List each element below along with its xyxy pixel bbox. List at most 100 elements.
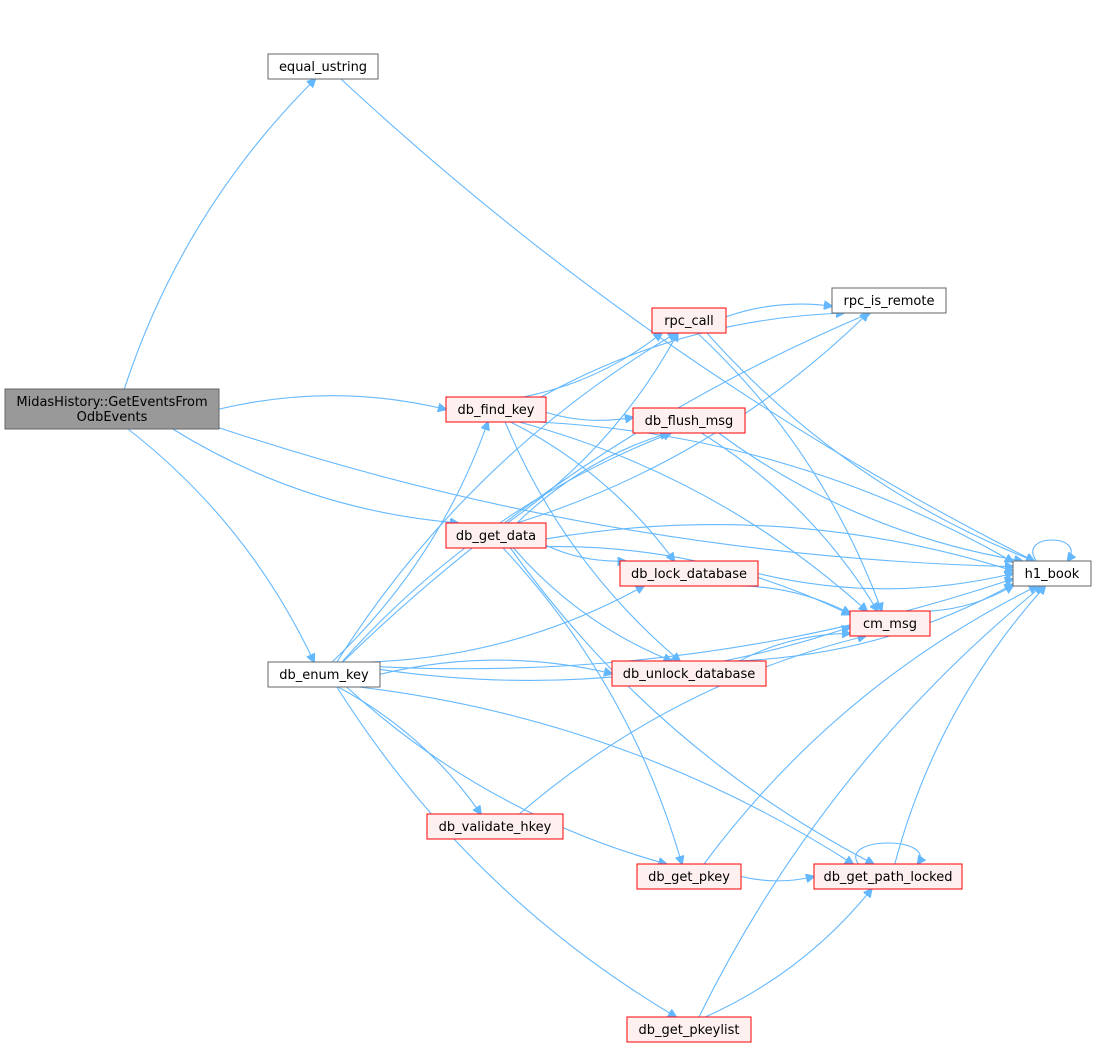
- node-label: db_find_key: [458, 403, 535, 418]
- edge-root-to-db_enum_key: [127, 428, 314, 662]
- edge-db_lock_database-to-h1_book: [757, 574, 1013, 590]
- node-box: [849, 610, 931, 637]
- node-label: db_get_data: [456, 529, 536, 544]
- edge-root-to-equal_ustring: [123, 79, 315, 390]
- node-label: db_validate_hkey: [439, 820, 552, 835]
- edge-db_get_data-to-db_flush_msg: [516, 433, 668, 524]
- node-box: [651, 307, 727, 334]
- edge-db_unlock_database-to-cm_msg: [738, 633, 850, 662]
- edge-rpc_call-to-cm_msg: [696, 332, 881, 611]
- node-db_get_data[interactable]: db_get_data: [445, 522, 547, 549]
- node-label: db_get_pkey: [648, 870, 730, 885]
- edge-db_find_key-to-h1_book: [538, 421, 1013, 562]
- edge-root-to-db_find_key: [218, 395, 446, 410]
- node-box: [267, 661, 381, 688]
- node-db_enum_key[interactable]: db_enum_key: [267, 661, 381, 688]
- edge-db_unlock_database-to-h1_book: [734, 584, 1013, 662]
- node-db_flush_msg[interactable]: db_flush_msg: [632, 407, 746, 434]
- edge-db_get_pkeylist-to-h1_book: [698, 586, 1042, 1018]
- edge-db_find_key-to-db_flush_msg: [545, 411, 633, 420]
- node-box: [445, 522, 547, 549]
- node-label: equal_ustring: [279, 60, 367, 75]
- node-h1_book[interactable]: h1_book: [1012, 560, 1092, 587]
- edge-db_enum_key-to-db_get_pkey: [346, 686, 667, 864]
- edge-rpc_call-to-h1_book: [706, 332, 1034, 561]
- node-box: [813, 863, 963, 890]
- edge-h1_book-to-h1_book: [1032, 539, 1071, 561]
- node-rpc_call[interactable]: rpc_call: [651, 307, 727, 334]
- node-label: cm_msg: [863, 617, 917, 632]
- node-rpc_is_remote[interactable]: rpc_is_remote: [831, 287, 947, 314]
- node-label: db_unlock_database: [623, 667, 756, 682]
- edge-root-to-db_get_data: [172, 428, 458, 523]
- node-db_unlock_database[interactable]: db_unlock_database: [611, 660, 767, 687]
- edge-db_find_key-to-db_unlock_database: [504, 421, 680, 661]
- node-db_get_path_locked[interactable]: db_get_path_locked: [813, 863, 963, 890]
- node-db_validate_hkey[interactable]: db_validate_hkey: [426, 813, 564, 840]
- edge-db_get_pkey-to-h1_book: [703, 586, 1037, 865]
- node-box: [4, 388, 220, 430]
- node-label: db_flush_msg: [645, 414, 734, 429]
- edge-db_find_key-to-rpc_is_remote: [540, 313, 844, 398]
- edge-db_get_path_locked-to-db_get_path_locked: [855, 842, 921, 864]
- edge-cm_msg-to-h1_book: [929, 586, 1013, 612]
- edge-layer: [123, 78, 1071, 1018]
- edge-db_validate_hkey-to-cm_msg: [518, 636, 865, 815]
- edge-db_enum_key-to-db_validate_hkey: [337, 686, 481, 814]
- node-box: [632, 407, 746, 434]
- edge-db_enum_key-to-db_get_pkeylist: [336, 686, 676, 1017]
- node-db_get_pkeylist[interactable]: db_get_pkeylist: [626, 1016, 752, 1043]
- edge-db_get_data-to-rpc_is_remote: [516, 313, 868, 524]
- edge-db_find_key-to-cm_msg: [518, 421, 867, 611]
- edge-db_enum_key-to-db_get_path_locked: [358, 686, 853, 864]
- node-box: [445, 396, 547, 423]
- node-label: rpc_call: [664, 314, 714, 329]
- node-label: h1_book: [1025, 567, 1080, 582]
- node-box: [611, 660, 767, 687]
- node-label: OdbEvents: [77, 410, 148, 425]
- edge-db_get_data-to-db_lock_database: [545, 544, 626, 561]
- node-box: [619, 560, 759, 587]
- edge-db_get_data-to-db_get_path_locked: [509, 547, 873, 864]
- node-box: [426, 813, 564, 840]
- edge-db_enum_key-to-db_find_key: [331, 422, 488, 663]
- node-label: db_lock_database: [631, 567, 747, 582]
- node-label: db_enum_key: [279, 668, 369, 683]
- edge-db_get_path_locked-to-h1_book: [894, 586, 1045, 865]
- node-label: MidasHistory::GetEventsFrom: [16, 395, 207, 410]
- node-equal_ustring[interactable]: equal_ustring: [267, 53, 379, 80]
- node-box: [267, 53, 379, 80]
- node-box: [636, 863, 742, 890]
- node-label: rpc_is_remote: [844, 294, 935, 309]
- edge-db_flush_msg-to-h1_book: [718, 432, 1023, 561]
- node-db_find_key[interactable]: db_find_key: [445, 396, 547, 423]
- edge-db_enum_key-to-rpc_call: [336, 333, 676, 663]
- node-label: db_get_pkeylist: [639, 1023, 740, 1038]
- edge-db_flush_msg-to-cm_msg: [701, 432, 877, 611]
- edge-db_get_pkey-to-db_get_path_locked: [740, 877, 814, 881]
- edge-db_enum_key-to-rpc_is_remote: [342, 313, 870, 663]
- edge-root-to-h1_book: [218, 427, 1013, 567]
- edge-db_get_data-to-rpc_call: [506, 333, 678, 524]
- edge-db_get_data-to-db_unlock_database: [513, 547, 671, 661]
- edge-db_get_data-to-h1_book: [545, 524, 1013, 571]
- edge-equal_ustring-to-h1_book: [340, 78, 1034, 561]
- edge-db_enum_key-to-db_unlock_database: [379, 659, 612, 674]
- node-db_lock_database[interactable]: db_lock_database: [619, 560, 759, 587]
- edge-db_find_key-to-db_lock_database: [510, 421, 675, 561]
- edge-db_enum_key-to-h1_book: [379, 579, 1013, 670]
- node-box: [1012, 560, 1092, 587]
- edge-db_get_data-to-db_get_pkey: [502, 547, 682, 864]
- node-box: [626, 1016, 752, 1043]
- edge-db_enum_key-to-db_lock_database: [369, 586, 644, 663]
- node-db_get_pkey[interactable]: db_get_pkey: [636, 863, 742, 890]
- node-cm_msg[interactable]: cm_msg: [849, 610, 931, 637]
- edge-db_get_pkeylist-to-db_get_path_locked: [705, 889, 871, 1018]
- node-label: db_get_path_locked: [824, 870, 953, 885]
- node-box: [831, 287, 947, 314]
- edge-db_find_key-to-rpc_call: [522, 333, 662, 398]
- edge-rpc_call-to-rpc_is_remote: [725, 304, 832, 318]
